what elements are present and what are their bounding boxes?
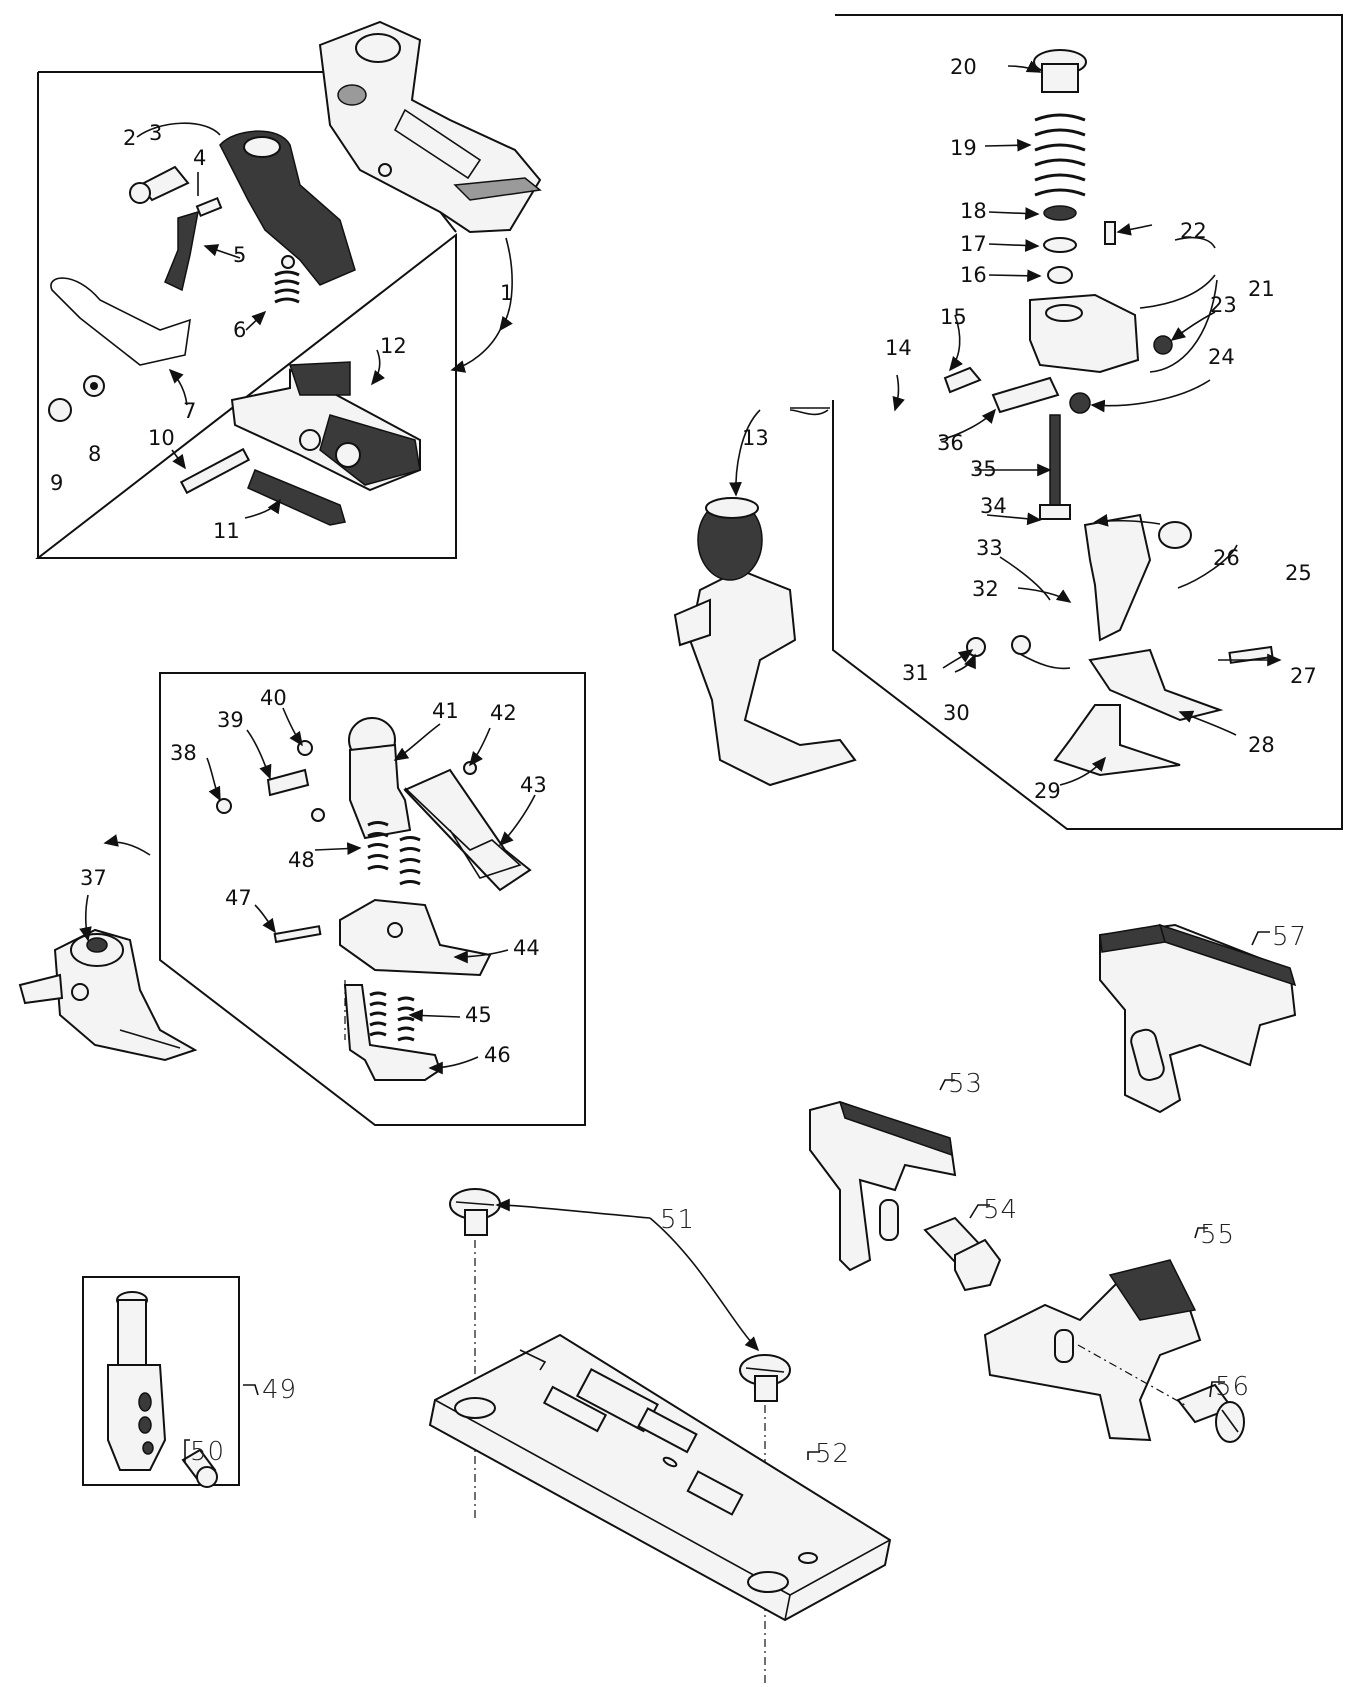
needle-clamp-frame xyxy=(82,1276,240,1486)
label-53: 53 xyxy=(948,1069,983,1099)
presser-foot-group: 1 2 3 4 5 6 7 8 9 10 11 12 xyxy=(35,20,542,559)
walking-foot-frame xyxy=(832,14,1343,830)
label-42: 42 xyxy=(490,701,517,725)
compensating-foot-icon xyxy=(219,130,356,286)
label-37: 37 xyxy=(80,866,107,890)
label-5: 5 xyxy=(233,243,246,267)
label-49: 49 xyxy=(262,1375,297,1405)
screw-icon xyxy=(181,1448,218,1488)
presser-foot-small-icon xyxy=(18,928,198,1062)
label-18: 18 xyxy=(960,199,987,223)
label-1: 1 xyxy=(500,281,513,305)
label-51: 51 xyxy=(660,1205,695,1235)
label-6: 6 xyxy=(233,318,246,342)
label-35: 35 xyxy=(970,457,997,481)
label-45: 45 xyxy=(465,1003,492,1027)
label-55: 55 xyxy=(1200,1220,1235,1250)
needle-clamp-group: 49 50 xyxy=(82,1276,297,1488)
label-30: 30 xyxy=(943,701,970,725)
walking-foot-group: 13 14 15 16 17 18 19 20 21 22 23 24 25 2… xyxy=(673,14,1343,830)
feed-dog-icon xyxy=(1099,923,1297,1114)
label-16: 16 xyxy=(960,263,987,287)
label-7: 7 xyxy=(183,399,196,423)
label-29: 29 xyxy=(1034,779,1061,803)
label-4: 4 xyxy=(193,146,206,170)
label-21: 21 xyxy=(1248,277,1275,301)
label-41: 41 xyxy=(432,699,459,723)
label-26: 26 xyxy=(1213,546,1240,570)
label-48: 48 xyxy=(288,848,315,872)
label-54: 54 xyxy=(983,1195,1018,1225)
label-39: 39 xyxy=(217,708,244,732)
label-22: 22 xyxy=(1180,219,1207,243)
presser-foot-2-frame xyxy=(159,672,586,1126)
label-44: 44 xyxy=(513,936,540,960)
feed-dog-icon xyxy=(983,1259,1202,1442)
throat-plate-icon xyxy=(428,1333,892,1622)
label-24: 24 xyxy=(1208,345,1235,369)
spring-icon xyxy=(367,821,421,886)
label-36: 36 xyxy=(937,431,964,455)
label-52: 52 xyxy=(815,1439,850,1469)
label-28: 28 xyxy=(1248,733,1275,757)
throat-plate-group: 51 52 xyxy=(428,1188,892,1687)
spring-icon xyxy=(369,991,415,1042)
label-25: 25 xyxy=(1285,561,1312,585)
presser-foot-assembly-icon xyxy=(318,20,542,234)
presser-foot-2-group: 37 38 39 40 41 42 43 44 45 46 47 48 xyxy=(18,672,586,1126)
screw-icon xyxy=(923,1216,1002,1292)
label-43: 43 xyxy=(520,773,547,797)
label-56: 56 xyxy=(1215,1372,1250,1402)
washer-icon xyxy=(1043,205,1077,253)
needle-clamp-icon xyxy=(107,1291,167,1471)
label-50: 50 xyxy=(190,1437,225,1467)
screw-icon xyxy=(739,1354,791,1402)
feed-dogs-group: 57 53 54 55 56 xyxy=(809,922,1307,1443)
screw-icon xyxy=(449,1188,501,1236)
label-47: 47 xyxy=(225,886,252,910)
screw-icon xyxy=(129,165,190,204)
feed-dog-icon xyxy=(809,1100,957,1272)
label-2: 2 xyxy=(123,126,136,150)
label-27: 27 xyxy=(1290,664,1317,688)
label-23: 23 xyxy=(1210,293,1237,317)
label-13: 13 xyxy=(742,426,769,450)
label-17: 17 xyxy=(960,232,987,256)
spring-icon xyxy=(274,270,300,304)
label-3: 3 xyxy=(149,121,162,145)
label-20: 20 xyxy=(950,55,977,79)
label-11: 11 xyxy=(213,519,240,543)
label-46: 46 xyxy=(484,1043,511,1067)
spring-icon xyxy=(1034,113,1086,197)
label-38: 38 xyxy=(170,741,197,765)
walking-foot-icon xyxy=(673,497,857,787)
label-8: 8 xyxy=(88,442,101,466)
label-33: 33 xyxy=(976,536,1003,560)
label-40: 40 xyxy=(260,686,287,710)
label-14: 14 xyxy=(885,336,912,360)
label-10: 10 xyxy=(148,426,175,450)
label-34: 34 xyxy=(980,494,1007,518)
label-31: 31 xyxy=(902,661,929,685)
label-15: 15 xyxy=(940,305,967,329)
label-12: 12 xyxy=(380,334,407,358)
label-19: 19 xyxy=(950,136,977,160)
label-32: 32 xyxy=(972,577,999,601)
label-57: 57 xyxy=(1272,922,1307,952)
label-9: 9 xyxy=(50,471,63,495)
screw-icon xyxy=(1176,1383,1245,1443)
